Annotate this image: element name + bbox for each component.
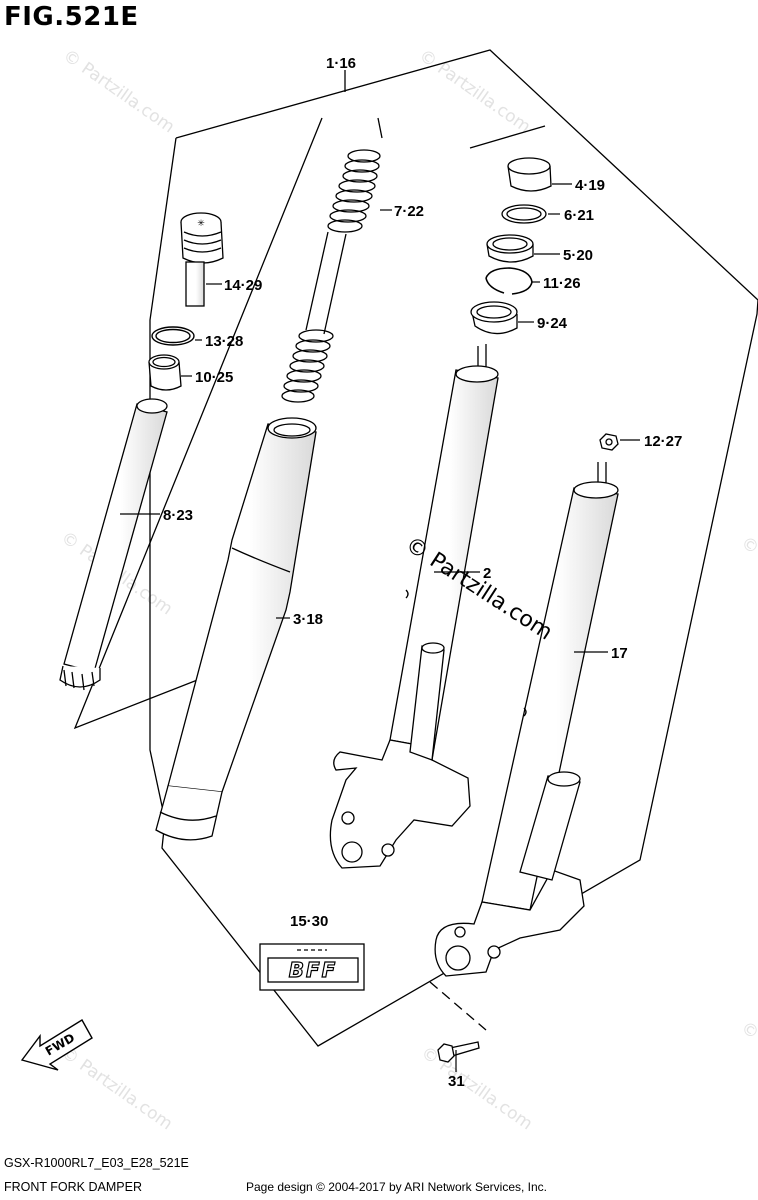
stopper-ring-part [485, 267, 533, 295]
decal-text: BFF [289, 958, 338, 982]
callout-17: 17 [611, 645, 628, 662]
watermark-text: © Partzilla.com [417, 1043, 536, 1135]
callout-31: 31 [448, 1073, 465, 1090]
o-ring-part [151, 326, 195, 346]
cap-bolt-part: ✳ [180, 212, 224, 307]
model-code: GSX-R1000RL7_E03_E28_521E [4, 1156, 189, 1170]
callout-2: 2 [483, 565, 491, 582]
bolt-guide-line [429, 981, 487, 1031]
callout-10: 10·25 [195, 369, 233, 386]
callout-13: 13·28 [205, 333, 243, 350]
washer-part [501, 204, 547, 224]
callout-labels: 1·16 7·22 4·19 6·21 5·20 11·26 9·24 14·2… [163, 55, 682, 1090]
fork-spring-part [281, 149, 381, 418]
watermark-text: © Partzilla.com [415, 46, 534, 138]
oil-seal-part [486, 234, 534, 263]
watermark-text: © Partzilla.com [737, 533, 758, 625]
leader-lines [120, 183, 640, 1072]
watermark-text: © Partzilla.com [59, 46, 178, 138]
callout-6: 6·21 [564, 207, 594, 224]
callout-14: 14·29 [224, 277, 262, 294]
watermark-text: © Partzilla.com [737, 1018, 758, 1110]
nut-part [599, 433, 619, 451]
callout-11: 11·26 [543, 275, 581, 292]
callout-12: 12·27 [644, 433, 682, 450]
callout-5: 5·20 [563, 247, 593, 264]
callout-9: 9·24 [537, 315, 568, 332]
outer-tube-part [155, 417, 317, 841]
section-name: FRONT FORK DAMPER [4, 1180, 142, 1194]
assembly-frame [73, 49, 758, 1047]
slide-bushing-part [507, 157, 552, 192]
callout-3: 3·18 [293, 611, 323, 628]
subassembly-bracket-tick [377, 117, 383, 139]
assembly-outline [149, 49, 758, 1047]
callout-1: 1·16 [326, 55, 356, 72]
callout-8: 8·23 [163, 507, 193, 524]
seal-stack [470, 157, 552, 335]
collar-part [148, 354, 182, 391]
svg-text:✳: ✳ [197, 218, 205, 228]
inner-tube-left-part [329, 344, 499, 869]
figure-title: FIG.521E [4, 2, 139, 32]
copyright-notice: Page design © 2004-2017 by ARI Network S… [246, 1180, 548, 1194]
subassembly-bracket-left [73, 117, 323, 730]
watermark-text: © Partzilla.com [57, 1043, 176, 1135]
subassembly-bracket-right [469, 125, 546, 149]
decal-part: BFF [259, 943, 365, 991]
dust-seal-part [470, 301, 518, 335]
callout-7: 7·22 [394, 203, 424, 220]
inner-tube-right-part [434, 462, 619, 977]
bolt-part [437, 1041, 480, 1063]
callout-4: 4·19 [575, 177, 605, 194]
callout-15: 15·30 [290, 913, 328, 930]
damper-cartridge-part [59, 398, 168, 691]
